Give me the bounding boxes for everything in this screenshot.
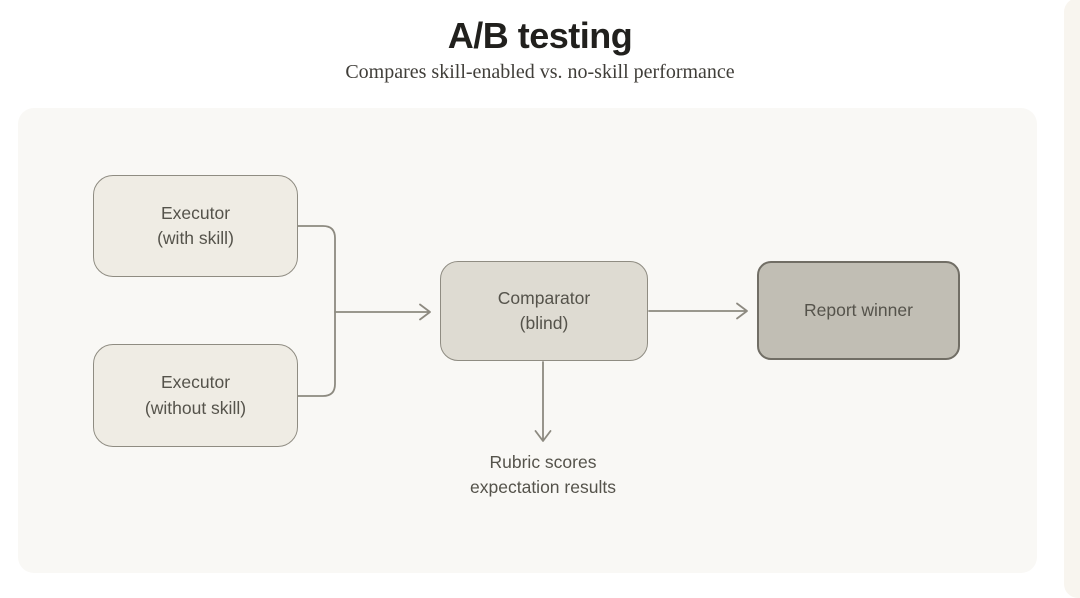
node-comparator-blind: Comparator (blind) [440,261,648,361]
diagram-header: A/B testing Compares skill-enabled vs. n… [0,14,1080,85]
output-caption-line1: Rubric scores [489,452,597,472]
node-label-line1: Executor [160,372,231,393]
node-label-line2: (blind) [519,313,569,333]
output-caption: Rubric scores expectation results [423,450,663,500]
node-label-line2: (with skill) [157,228,234,248]
node-label-line2: (without skill) [144,397,247,418]
page-title: A/B testing [447,15,633,56]
node-label: Report winner [804,299,913,320]
node-executor-with-skill: Executor (with skill) [93,175,298,277]
next-card-edge [1064,0,1080,598]
output-caption-line2: expectation results [470,477,616,497]
page-subtitle: Compares skill-enabled vs. no-skill perf… [345,61,735,84]
node-report-winner: Report winner [757,261,960,360]
node-label-line1: Comparator [497,287,591,308]
node-label-line1: Executor [160,202,231,223]
node-executor-without-skill: Executor (without skill) [93,344,298,447]
